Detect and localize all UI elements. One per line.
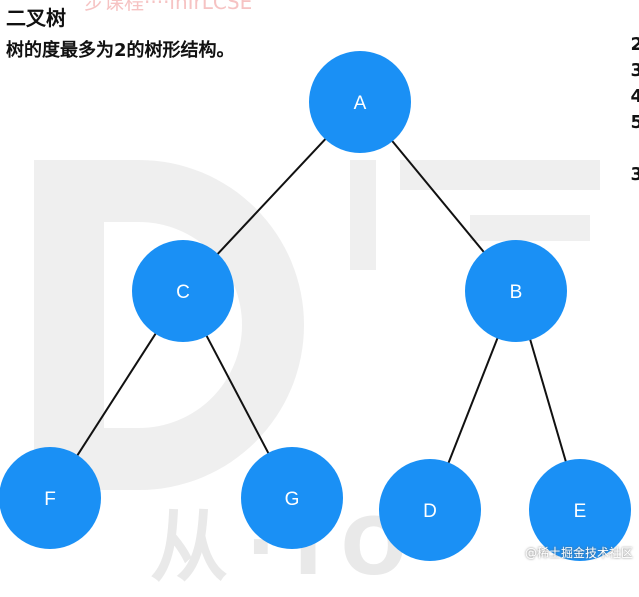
node-g	[241, 447, 343, 549]
edge-a-b	[386, 134, 490, 259]
node-d	[379, 459, 481, 561]
node-label-g: G	[285, 489, 300, 510]
edge-a-c	[211, 132, 332, 261]
top-faded-text: 步课程····inIrLCSE	[84, 0, 253, 14]
source-credit: @稀土掘金技术社区	[524, 546, 633, 560]
side-number: 2	[630, 34, 639, 55]
watermark-d-stem	[34, 160, 104, 490]
node-b	[465, 240, 567, 342]
edge-b-d	[444, 330, 502, 471]
node-label-f: F	[44, 489, 56, 510]
node-f	[0, 447, 101, 549]
node-label-a: A	[354, 93, 367, 114]
page-title: 二叉树	[6, 6, 66, 30]
node-label-d: D	[423, 501, 437, 522]
node-e	[529, 459, 631, 561]
edge-c-g	[202, 328, 273, 461]
node-label-b: B	[510, 282, 523, 303]
node-a	[309, 51, 411, 153]
side-number: 3	[630, 60, 639, 81]
side-number-list: 2 3 4 5 3	[630, 32, 639, 188]
page-subtitle: 树的度最多为2的树形结构。	[6, 40, 235, 61]
watermark-bar-2	[400, 160, 600, 190]
side-number: 3	[630, 164, 639, 185]
side-number: 5	[630, 112, 639, 133]
node-c	[132, 240, 234, 342]
node-label-e: E	[574, 501, 587, 522]
watermark-bar-3	[470, 215, 590, 241]
binary-tree-diagram: A C B F G D E	[0, 51, 631, 561]
node-label-c: C	[176, 282, 190, 303]
edge-b-e	[527, 331, 569, 470]
watermark-bar-1	[350, 160, 376, 270]
edge-c-f	[72, 326, 161, 463]
side-number: 4	[630, 86, 639, 107]
